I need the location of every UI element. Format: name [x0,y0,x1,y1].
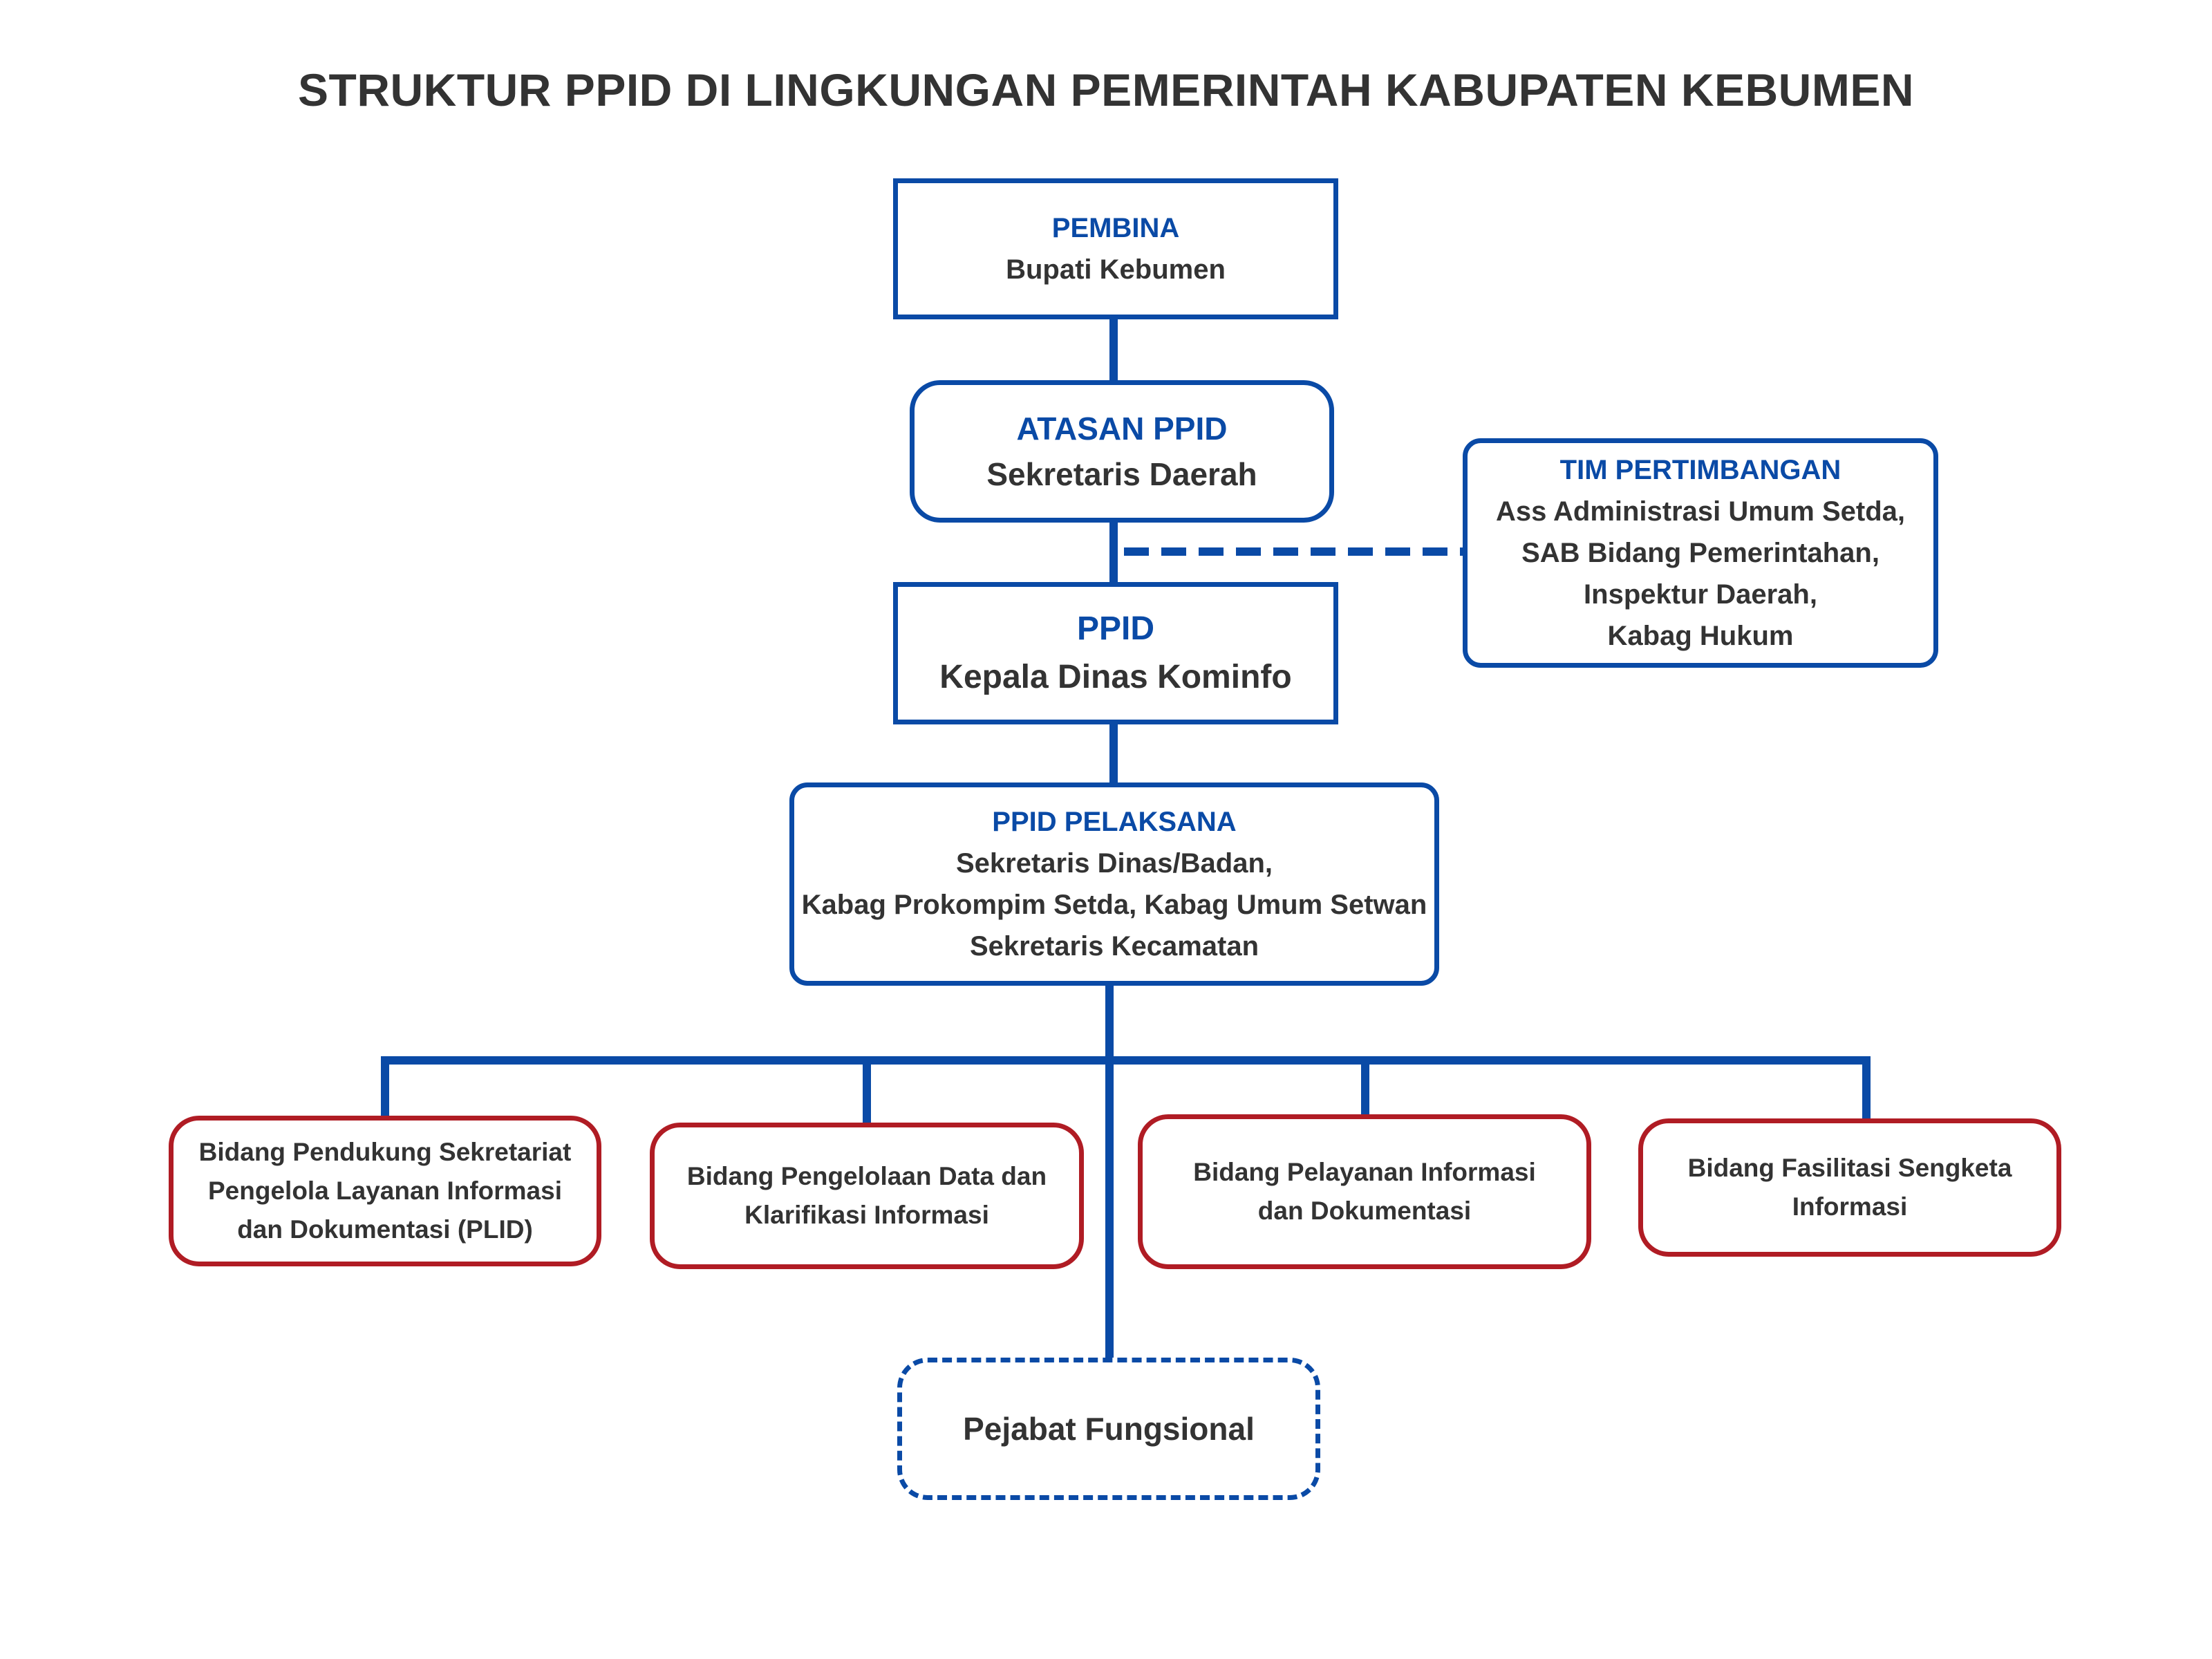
atasan-heading: ATASAN PPID [1016,411,1228,447]
tim-heading: TIM PERTIMBANGAN [1559,455,1841,485]
bidang-3-line-2: dan Dokumentasi [1257,1197,1472,1225]
page-title: STRUKTUR PPID DI LINGKUNGAN PEMERINTAH K… [298,64,1914,115]
bidang-2-line-1: Bidang Pengelolaan Data dan [686,1162,1047,1190]
pembina-heading: PEMBINA [1051,213,1180,243]
pelaksana-line-3: Sekretaris Kecamatan [969,931,1259,962]
bidang-4-line-1: Bidang Fasilitasi Sengketa [1687,1154,2012,1182]
box-bidang-pengelolaan-data: Bidang Pengelolaan Data dan Klarifikasi … [650,1123,1084,1269]
pelaksana-line-2: Kabag Prokompim Setda, Kabag Umum Setwan [801,890,1427,920]
pelaksana-heading: PPID PELAKSANA [992,807,1237,837]
atasan-line: Sekretaris Daerah [986,456,1257,492]
box-tim-pertimbangan: TIM PERTIMBANGAN Ass Administrasi Umum S… [1463,438,1938,668]
fungsional-line: Pejabat Fungsional [963,1411,1255,1447]
box-bidang-fasilitasi-sengketa: Bidang Fasilitasi Sengketa Informasi [1638,1118,2061,1257]
pembina-line: Bupati Kebumen [1006,254,1226,285]
tim-line-1: Ass Administrasi Umum Setda, [1495,496,1905,527]
box-bidang-pelayanan-informasi: Bidang Pelayanan Informasi dan Dokumenta… [1138,1114,1591,1269]
bidang-1-line-3: dan Dokumentasi (PLID) [237,1215,533,1244]
tim-line-2: SAB Bidang Pemerintahan, [1521,538,1880,568]
pelaksana-line-1: Sekretaris Dinas/Badan, [956,848,1273,879]
bidang-1-line-1: Bidang Pendukung Sekretariat [198,1138,572,1166]
tim-line-4: Kabag Hukum [1607,621,1794,651]
tim-line-3: Inspektur Daerah, [1584,579,1817,610]
box-ppid: PPID Kepala Dinas Kominfo [893,582,1338,724]
box-pembina: PEMBINA Bupati Kebumen [893,178,1338,319]
bidang-2-line-2: Klarifikasi Informasi [744,1201,989,1229]
ppid-line: Kepala Dinas Kominfo [939,659,1292,695]
bidang-3-line-1: Bidang Pelayanan Informasi [1193,1158,1536,1186]
ppid-heading: PPID [1076,610,1155,647]
bidang-4-line-2: Informasi [1792,1192,1908,1221]
box-bidang-pendukung-sekretariat: Bidang Pendukung Sekretariat Pengelola L… [169,1116,601,1266]
box-pejabat-fungsional: Pejabat Fungsional [897,1358,1320,1500]
bidang-1-line-2: Pengelola Layanan Informasi [208,1177,562,1205]
box-ppid-pelaksana: PPID PELAKSANA Sekretaris Dinas/Badan, K… [789,782,1439,986]
box-atasan-ppid: ATASAN PPID Sekretaris Daerah [910,380,1334,523]
